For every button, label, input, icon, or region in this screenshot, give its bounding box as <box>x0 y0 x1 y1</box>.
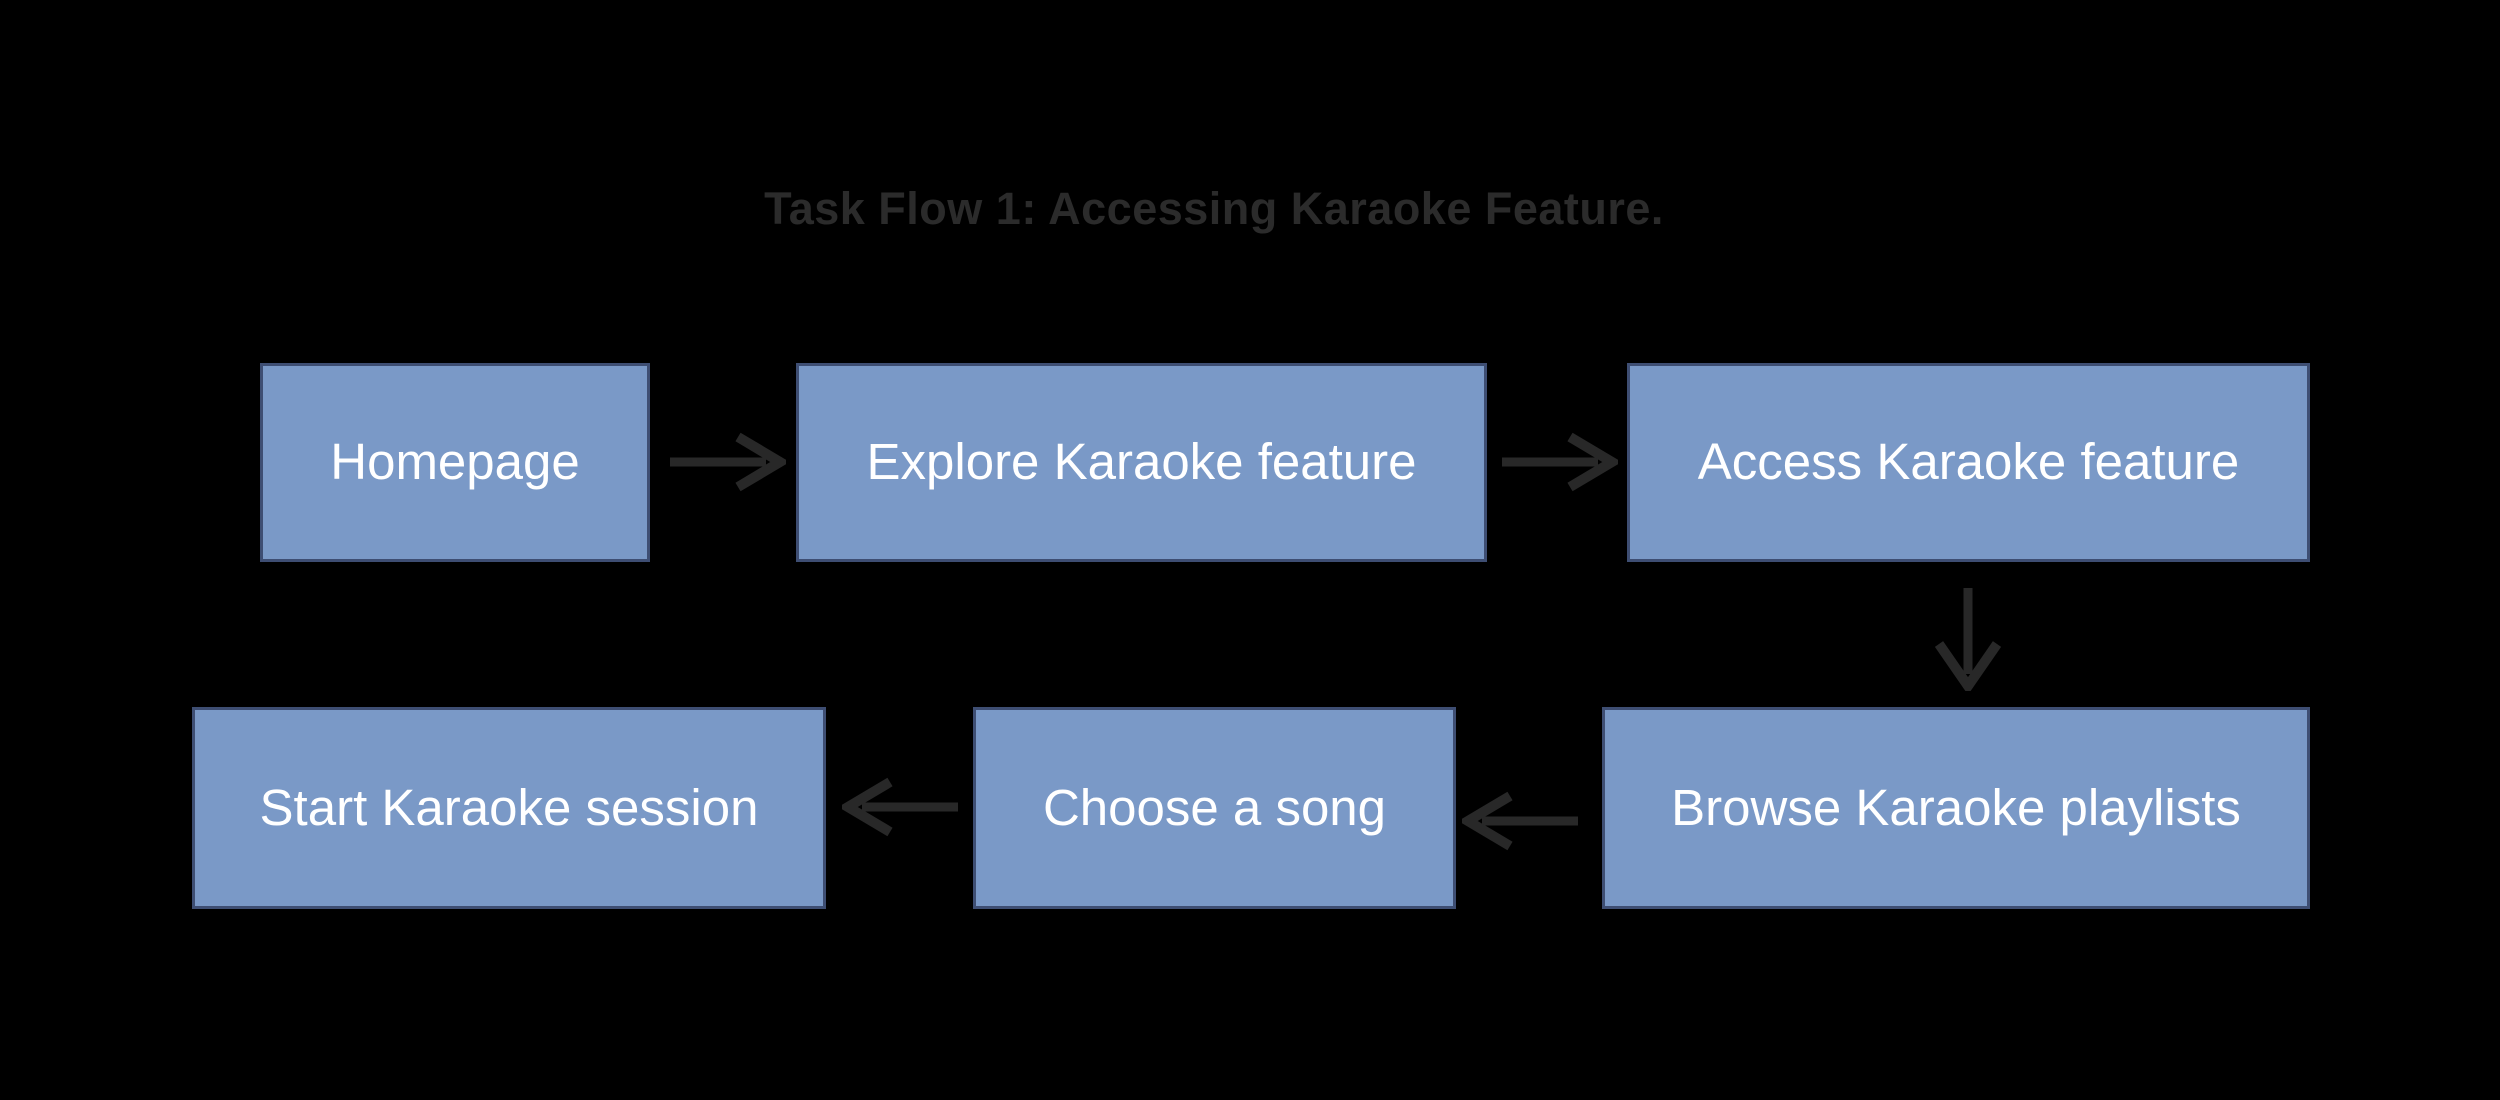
flow-node-label: Access Karaoke feature <box>1697 433 2240 491</box>
flow-node-label: Browse Karaoke playlists <box>1671 778 2241 836</box>
flow-node-explore-karaoke-feature: Explore Karaoke feature <box>796 363 1487 562</box>
flow-node-start-karaoke-session: Start Karaoke session <box>192 707 826 909</box>
flow-node-label: Choose a song <box>1042 778 1387 836</box>
arrow-right-icon <box>1502 432 1618 492</box>
edge-explore-to-access <box>1498 432 1618 492</box>
flow-node-label: Homepage <box>330 433 580 491</box>
arrow-left-icon <box>1462 791 1578 851</box>
flow-node-access-karaoke-feature: Access Karaoke feature <box>1627 363 2310 562</box>
diagram-title: Task Flow 1: Accessing Karaoke Feature. <box>764 183 1664 234</box>
flow-node-label: Start Karaoke session <box>259 778 759 836</box>
arrow-right-icon <box>670 432 786 492</box>
arrow-down-icon <box>1934 588 2002 691</box>
edge-choose-to-start <box>842 777 962 837</box>
arrow-left-icon <box>842 777 958 837</box>
flow-node-homepage: Homepage <box>260 363 650 562</box>
flow-node-browse-karaoke-playlists: Browse Karaoke playlists <box>1602 707 2310 909</box>
flow-node-label: Explore Karaoke feature <box>866 433 1417 491</box>
edge-homepage-to-explore <box>666 432 786 492</box>
edge-access-to-browse <box>1933 586 2003 691</box>
flow-node-choose-a-song: Choose a song <box>973 707 1456 909</box>
edge-browse-to-choose <box>1462 791 1582 851</box>
